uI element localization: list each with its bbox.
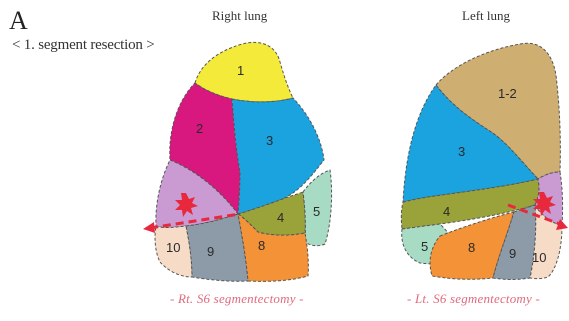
right-label-5: 5: [313, 204, 320, 219]
right-label-1: 1: [237, 63, 244, 78]
right-label-2: 2: [196, 121, 203, 136]
right-resection-arrowhead: [143, 222, 155, 233]
left-label-10: 10: [532, 250, 546, 265]
left-label-8: 8: [468, 240, 475, 255]
right-lung: [155, 42, 332, 281]
right-label-4: 4: [277, 210, 284, 225]
left-label-4: 4: [443, 204, 450, 219]
right-label-8: 8: [258, 238, 265, 253]
left-label-5: 5: [421, 239, 428, 254]
right-label-3: 3: [266, 133, 273, 148]
left-label-3: 3: [458, 144, 465, 159]
left-label-1-2: 1-2: [498, 86, 517, 101]
right-label-9: 9: [207, 244, 214, 259]
left-label-9: 9: [509, 246, 516, 261]
right-label-10: 10: [166, 240, 180, 255]
